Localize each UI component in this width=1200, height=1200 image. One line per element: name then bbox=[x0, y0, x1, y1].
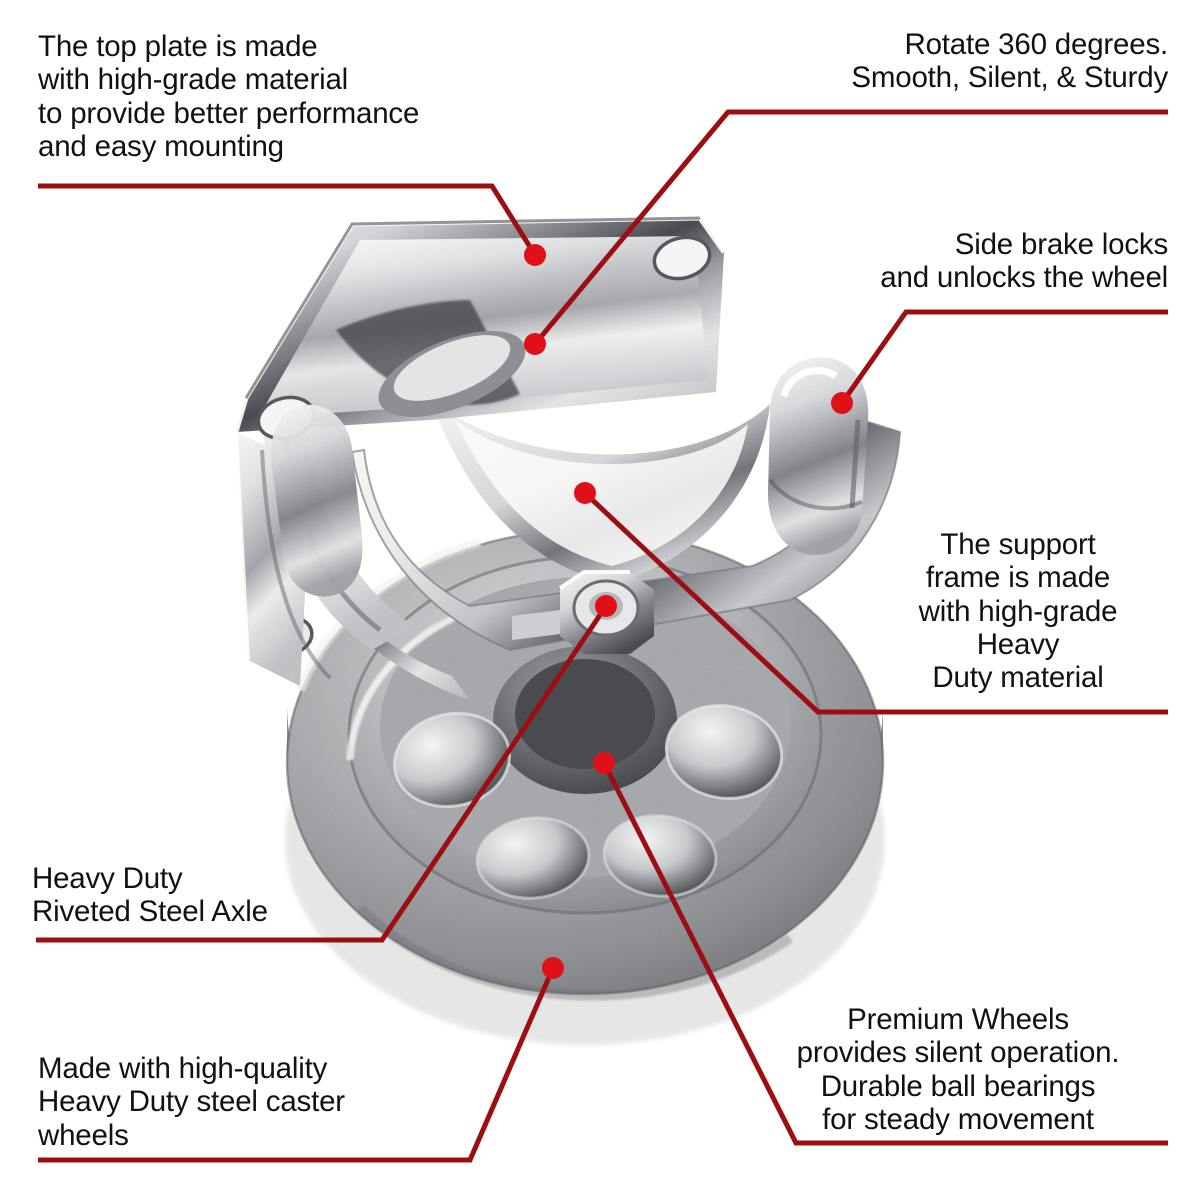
leader-caster-wheels bbox=[38, 967, 556, 1163]
callout-side-brake: Side brake locks and unlocks the wheel bbox=[880, 228, 1168, 295]
dot-riveted-axle bbox=[595, 595, 617, 617]
leader-support-frame bbox=[583, 491, 1168, 715]
leader-riveted-axle bbox=[36, 604, 609, 943]
leader-top-plate bbox=[38, 183, 538, 257]
dot-top-plate bbox=[524, 244, 546, 266]
side-brake-lever-left[interactable] bbox=[271, 404, 363, 597]
dot-premium-wheels bbox=[593, 752, 615, 774]
cast-steel-wheel bbox=[285, 528, 885, 1045]
wheel-spoke-holes bbox=[392, 704, 784, 900]
callout-riveted-steel-axle: Heavy Duty Riveted Steel Axle bbox=[32, 862, 268, 929]
callout-caster-wheels: Made with high-quality Heavy Duty steel … bbox=[38, 1052, 345, 1152]
dot-support-frame bbox=[574, 482, 596, 504]
callout-rotate-360: Rotate 360 degrees. Smooth, Silent, & St… bbox=[851, 28, 1168, 95]
support-frame-fork bbox=[300, 400, 902, 700]
marker-dots bbox=[524, 244, 853, 979]
dot-side-brake bbox=[831, 392, 853, 414]
leader-premium-wheels bbox=[601, 761, 1168, 1146]
callout-premium-wheels: Premium Wheels provides silent operation… bbox=[796, 1003, 1120, 1136]
top-plate bbox=[233, 215, 727, 686]
dot-rotate-360 bbox=[524, 333, 546, 355]
leader-rotate-360 bbox=[533, 109, 1168, 346]
swivel-raceway bbox=[336, 300, 526, 417]
leader-lines bbox=[36, 109, 1168, 1163]
dot-caster-wheels bbox=[542, 957, 564, 979]
callout-top-plate: The top plate is made with high-grade ma… bbox=[38, 30, 420, 163]
leader-side-brake bbox=[839, 309, 1168, 405]
callout-support-frame: The support frame is made with high-grad… bbox=[918, 528, 1118, 695]
